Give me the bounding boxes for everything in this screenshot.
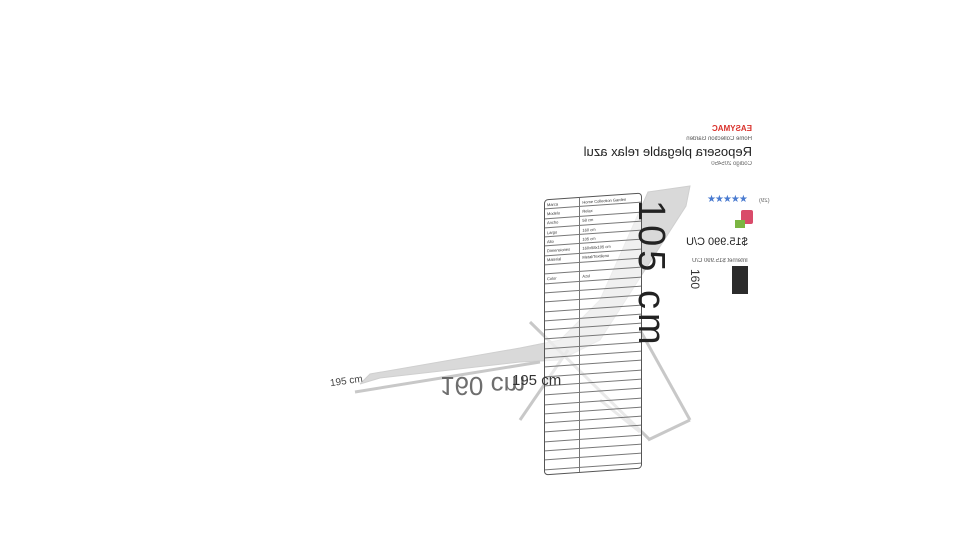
product-code: Código 205450 [711,161,752,167]
brand-logo: EASYMAC [711,124,752,133]
price: $15.990 C/U [686,236,748,248]
internet-price: Internet $15.990 C/U [692,258,748,264]
eco-badge-icon [735,220,745,228]
collection-label: Home Collection Garden [686,136,752,142]
rating-stars-icon: ★★★★★ [708,194,748,205]
product-title: Reposera plegable relax azul [583,144,752,159]
dimension-length: 195 cm [512,372,562,389]
qr-code-icon [732,266,748,294]
dimension-height: 105 cm [630,200,672,349]
dimension-width-small: 160 [688,268,703,290]
product-info: EASYMAC Home Collection Garden Reposera … [583,124,752,167]
review-count: (29) [759,198,770,204]
